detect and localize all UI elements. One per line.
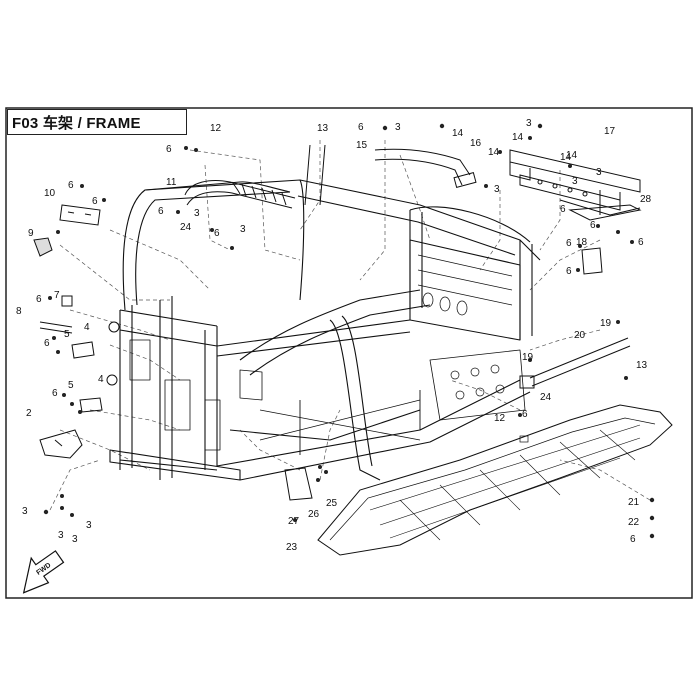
callout-11: 11 [166,177,177,188]
page-title: F03 车架 / FRAME [12,115,141,132]
callout-14: 14 [488,147,500,158]
part-9-bracket [33,237,53,257]
callout-3: 3 [86,520,92,531]
forward-direction-arrow: FWD [22,550,65,594]
callout-19: 19 [522,352,534,363]
part-17-rear-rack [509,149,641,216]
callout-6: 6 [522,409,528,420]
callout-24: 24 [540,392,552,403]
part-18-plate [581,247,603,275]
callout-6: 6 [166,144,172,155]
part-13-tube [304,144,326,206]
callout-2: 2 [26,408,32,419]
part-5-clip-upper [71,341,95,359]
callout-6: 6 [52,388,58,399]
callout-6: 6 [630,534,636,545]
part-23-skid-plate [317,404,673,556]
callout-6: 6 [92,196,98,207]
callout-4: 4 [84,322,90,333]
part-4-cap-lower [106,374,118,386]
callout-4: 4 [98,374,104,385]
callout-6: 6 [44,338,50,349]
callout-12: 12 [210,123,222,134]
part-5-clip-lower [79,397,103,413]
callout-6: 6 [214,228,220,239]
callout-6: 6 [590,220,596,231]
callout-14: 14 [512,132,524,143]
callout-23: 23 [286,542,298,553]
part-20-rod [529,337,631,387]
part-4-cap-upper [108,321,120,333]
callout-28: 28 [640,194,652,205]
callout-7: 7 [54,290,60,301]
callout-14: 14 [566,150,578,161]
callout-6: 6 [560,204,566,215]
part-11-upper-crossbar [184,180,296,209]
callout-17: 17 [604,126,616,137]
callout-9: 9 [28,228,34,239]
callout-3: 3 [572,176,578,187]
callout-3: 3 [526,118,532,129]
part-16-rear-tube [374,148,477,189]
callout-13: 13 [317,123,329,134]
callout-5: 5 [68,380,74,391]
callout-6: 6 [566,266,572,277]
part-20-rod-end [519,375,535,389]
part-25-bracket [284,467,313,501]
callout-21: 21 [628,497,640,508]
drawing-border [5,107,693,599]
callout-3: 3 [194,208,200,219]
callout-26: 26 [308,509,320,520]
callout-6: 6 [158,206,164,217]
callout-20: 20 [574,330,586,341]
callout-10: 10 [44,188,56,199]
callout-18: 18 [576,237,588,248]
callout-14: 14 [560,152,572,163]
part-2-bracket [39,429,83,459]
callout-5: 5 [64,329,70,340]
callout-6: 6 [358,122,364,133]
title-box [7,109,187,135]
callout-19: 19 [600,318,612,329]
callout-3: 3 [58,530,64,541]
part-10-bracket-plate [59,204,101,226]
callout-6: 6 [638,237,644,248]
main-frame [109,179,541,481]
callout-3: 3 [596,167,602,178]
callout-12: 12 [494,413,506,424]
part-7-clip [61,295,73,307]
callout-14: 14 [452,128,464,139]
part-8-strap [39,321,73,334]
callout-3: 3 [22,506,28,517]
callout-15: 15 [356,140,368,151]
callout-27: 27 [288,516,300,527]
callout-3: 3 [72,534,78,545]
callout-3: 3 [395,122,401,133]
fasteners [43,123,655,539]
callout-25: 25 [326,498,338,509]
callout-16: 16 [470,138,482,149]
callout-13: 13 [636,360,648,371]
callout-22: 22 [628,517,640,528]
callout-6: 6 [68,180,74,191]
callout-3: 3 [240,224,246,235]
part-28-bracket [568,204,642,221]
callout-8: 8 [16,306,22,317]
callout-labels: 12 6 13 6 3 15 14 16 3 14 17 14 14 3 11 … [16,118,652,553]
callout-6: 6 [566,238,572,249]
callout-3: 3 [494,184,500,195]
callout-24: 24 [180,222,192,233]
callout-6: 6 [36,294,42,305]
